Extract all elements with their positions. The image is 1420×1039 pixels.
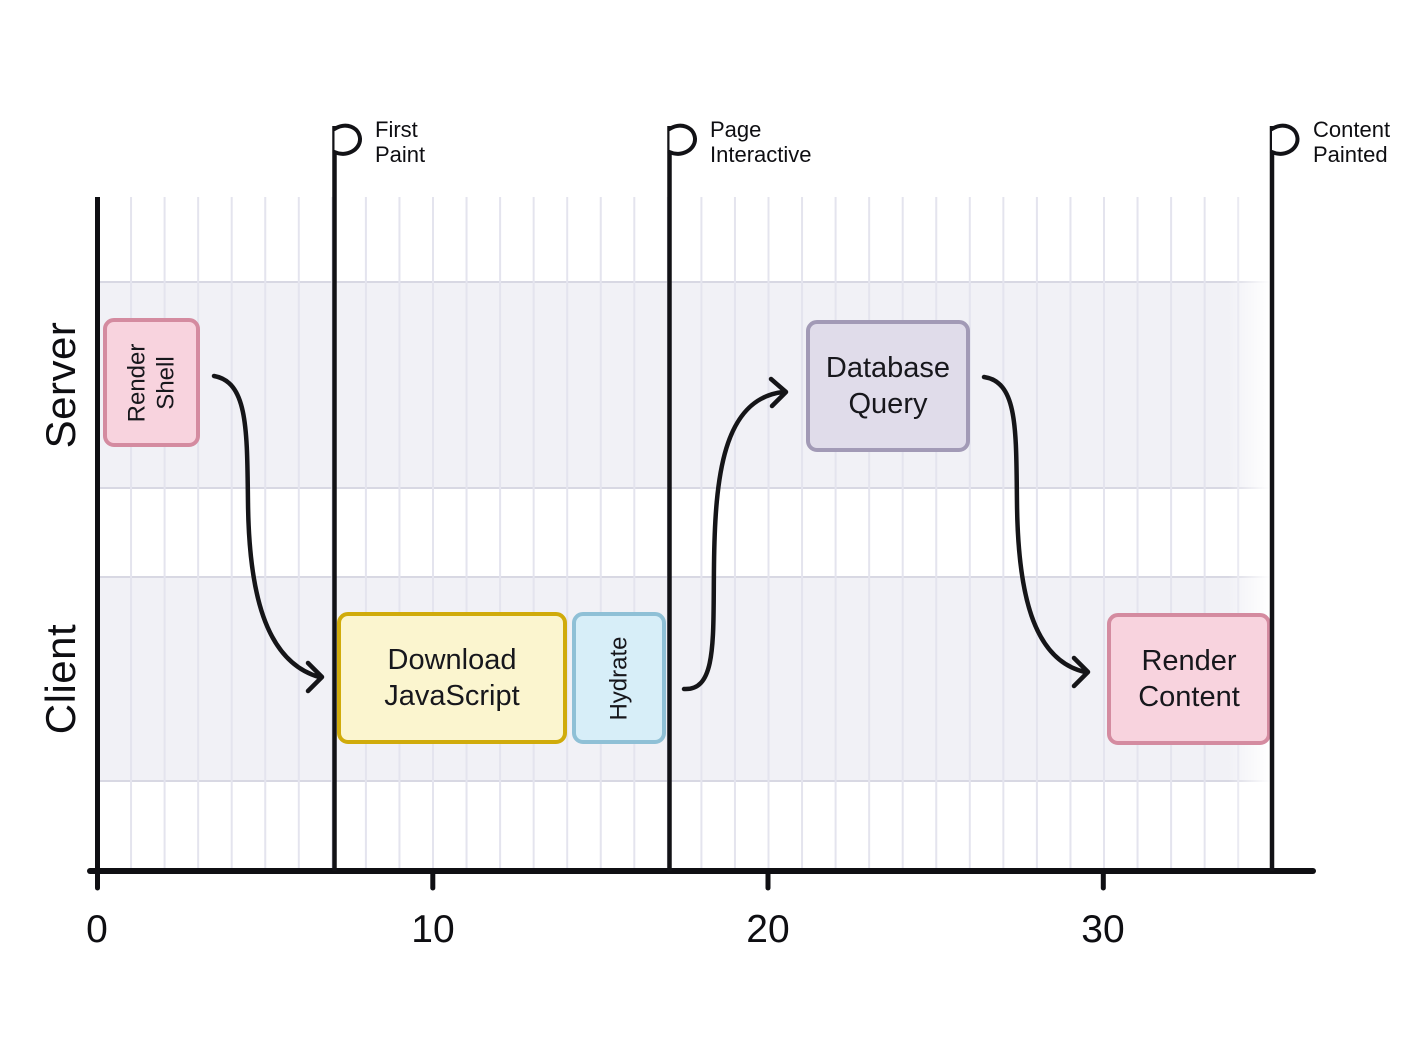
arrowhead-hydrate-to-query (768, 376, 789, 409)
task-hydrate: Hydrate (572, 612, 666, 744)
arrowhead-query-to-content (1071, 655, 1091, 689)
server-lane-band (99, 281, 1274, 489)
task-render-shell-text: Render Shell (123, 343, 180, 422)
lane-band-edges (99, 281, 1274, 782)
milestone-label-page-interactive: Page Interactive (710, 117, 812, 167)
client-lane-band (99, 576, 1274, 782)
task-render-content: Render Content (1107, 613, 1271, 745)
first-paint-flag-icon (332, 123, 362, 156)
task-hydrate-text: Hydrate (605, 635, 633, 721)
tick-label-0: 0 (86, 908, 108, 951)
right-edge-fade (1228, 196, 1280, 868)
content-painted-flag-icon (1270, 123, 1300, 156)
tick-label-20: 20 (746, 908, 790, 951)
milestone-label-content-painted: Content Painted (1313, 117, 1391, 167)
tick-label-10: 10 (411, 908, 455, 951)
lane-label-client: Client (37, 623, 84, 735)
arrow-shell-to-download (211, 373, 322, 680)
lane-label-server: Server (37, 321, 84, 449)
arrowhead-shell-to-download (305, 660, 325, 694)
tick-label-30: 30 (1081, 908, 1125, 951)
x-axis-ticks (95, 870, 1106, 891)
task-database-query: Database Query (806, 320, 970, 452)
task-render-shell: Render Shell (103, 318, 200, 447)
gridlines (130, 197, 1273, 869)
page-interactive-flag-icon (667, 123, 697, 156)
task-download-javascript: Download JavaScript (337, 612, 567, 744)
arrow-query-to-content (981, 374, 1088, 675)
arrow-hydrate-to-query (681, 389, 786, 692)
milestone-label-first-paint: First Paint (375, 117, 426, 167)
